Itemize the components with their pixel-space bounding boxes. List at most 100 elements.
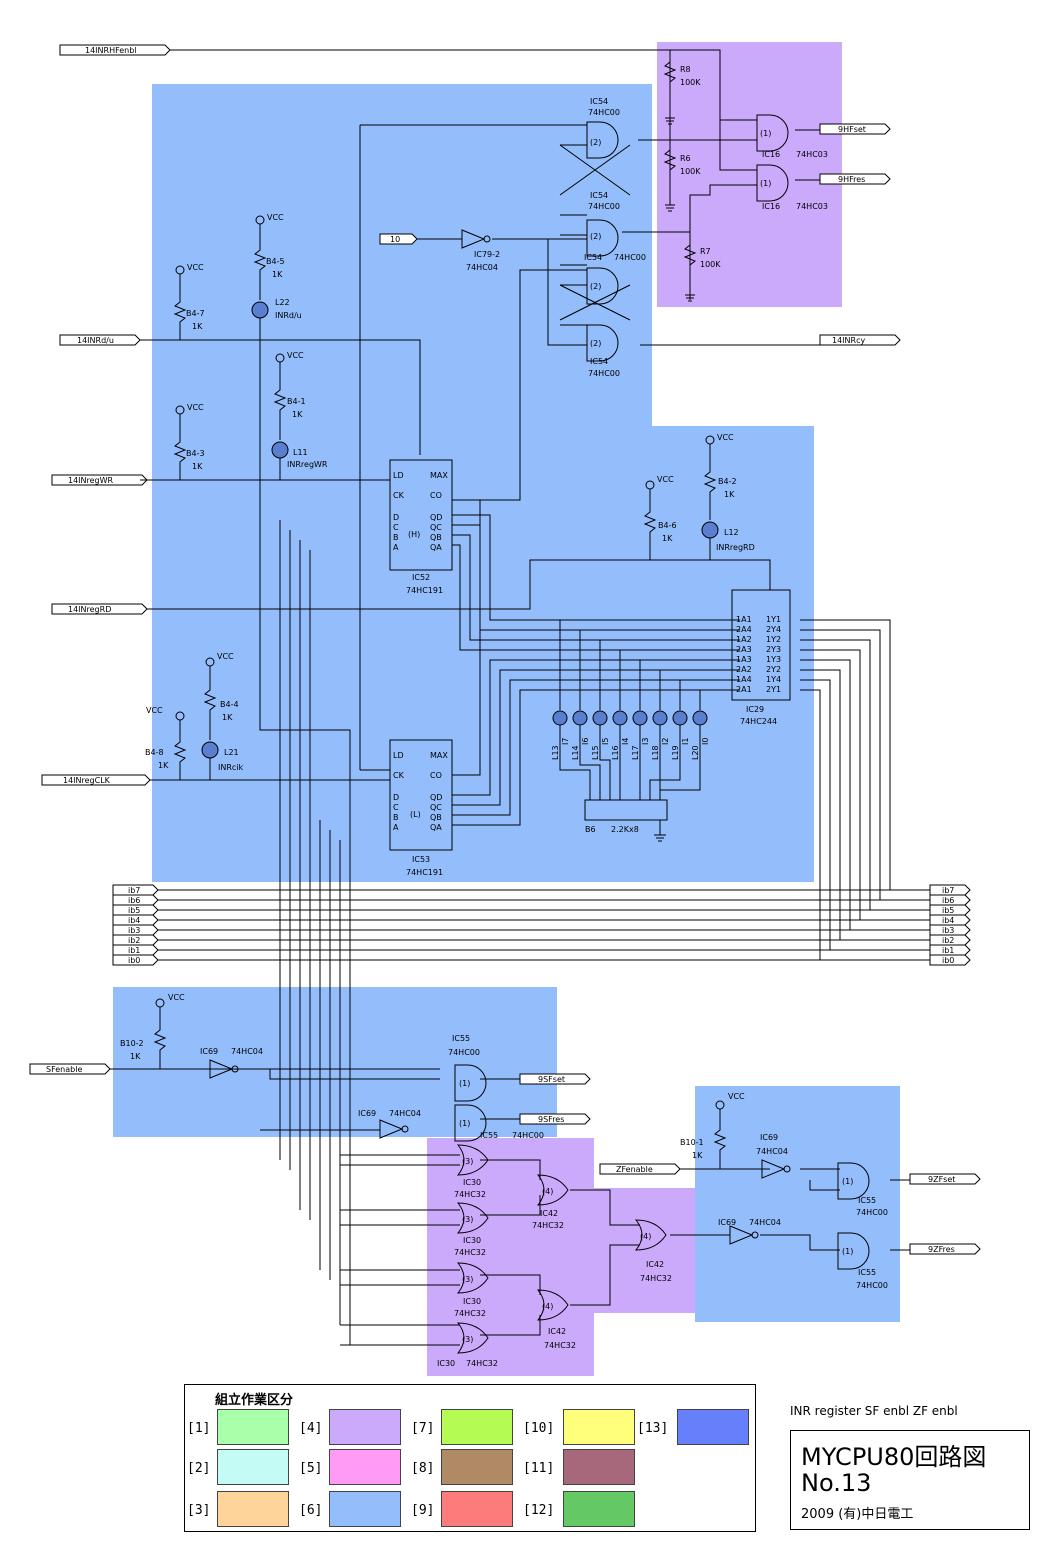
legend-swatch-9 (441, 1491, 513, 1527)
flag-reg-rd (51, 603, 148, 615)
ic29-pin-2y2: 2Y2 (766, 665, 781, 674)
bus-lines (158, 889, 930, 961)
ic16-gate-a (756, 114, 789, 152)
b48-label: B4-8 (145, 748, 164, 757)
ic54-type-d: 74HC00 (588, 369, 620, 378)
ic52-pin-qa: QA (430, 543, 442, 552)
ic69-label-b: IC69 (358, 1109, 376, 1118)
flag-cy-label: 14INRcy_ (832, 336, 870, 345)
legend-swatch-3 (217, 1491, 289, 1527)
ic53-half: (L) (410, 810, 421, 819)
ic42-gate-a (536, 1174, 569, 1206)
led-l15-label: L15 (591, 745, 600, 760)
ic16-label-a: IC16 (762, 150, 780, 159)
b43-value: 1K (192, 462, 203, 471)
ic53-pin-qc: QC (430, 803, 442, 812)
bus-left-ib4 (112, 914, 159, 926)
led-l14-label: L14 (571, 745, 580, 760)
ic54-gate-c-num: (2) (590, 282, 601, 291)
ic29-pin-1a3: 1A3 (736, 655, 752, 664)
led-l22 (251, 301, 269, 319)
bus-right-ib3-label: ib3 (942, 926, 954, 935)
b102-value: 1K (130, 1052, 141, 1061)
flag-zf-res (909, 1243, 981, 1255)
b44-label: B4-4 (220, 700, 239, 709)
ic29-pin-1y2: 1Y2 (766, 635, 781, 644)
vcc-label: VCC (657, 475, 674, 484)
ic52-half: (H) (408, 530, 420, 539)
ic53-label: IC53 (412, 855, 430, 864)
legend-swatch-1 (217, 1409, 289, 1445)
ic29-pin-2y4: 2Y4 (766, 625, 781, 634)
led-l17 (632, 710, 648, 726)
ic16-gate-a-num: (1) (760, 129, 771, 138)
flag-rd-u-label: 14INRd/u (77, 336, 114, 345)
bus-left-ib6 (112, 894, 159, 906)
ic55-label-c: IC55 (858, 1196, 876, 1205)
ic29-pin-2a1: 2A1 (736, 685, 752, 694)
vcc-label: VCC (717, 433, 734, 442)
ic54-label-b: IC54 (590, 191, 608, 200)
ic29-pin-1y3: 1Y3 (766, 655, 781, 664)
led-i1-label: I1 (681, 738, 690, 745)
ic69-type-a: 74HC04 (231, 1047, 263, 1056)
ic53-pin-qd: QD (430, 793, 442, 802)
ic53-type: 74HC191 (406, 868, 443, 877)
ic29-body (731, 589, 791, 701)
bus-left-ib2-label: ib2 (128, 936, 140, 945)
vcc-label: VCC (728, 1092, 745, 1101)
ic16-gate-b (756, 164, 789, 202)
ic69-type-c: 74HC04 (756, 1147, 788, 1156)
legend-swatch-2 (217, 1449, 289, 1485)
ic30-type-c: 74HC32 (454, 1309, 486, 1318)
pullup-b102: VCC B10-2 1K (120, 993, 185, 1069)
l22-label: L22 (275, 298, 290, 307)
ic29-pin-1a1: 1A1 (736, 615, 752, 624)
ic54-gate-b (586, 219, 619, 257)
bus-right-ib4 (929, 914, 971, 926)
led-l12 (701, 521, 719, 539)
pullup-b42: VCC B4-2 1K L12 INRregRD (701, 433, 771, 590)
legend-label-7: [7] (411, 1421, 435, 1436)
flag-hf-res-label: 9HFres (838, 175, 865, 184)
bus-right-ib5-label: ib5 (942, 906, 954, 915)
led-i5-label: I5 (601, 738, 610, 745)
zone-purple-hf (657, 42, 842, 307)
b41-value: 1K (292, 410, 303, 419)
bus-left-ib5 (112, 904, 159, 916)
ic52-pin-c: C (393, 523, 399, 532)
ic55-type-a: 74HC00 (448, 1048, 480, 1057)
r6-label: R6 (680, 154, 691, 163)
led-i3-label: I3 (641, 738, 650, 745)
ic52-pin-a: A (393, 543, 399, 552)
ic30-gate-d (456, 1322, 489, 1354)
ic53-counter: LD CK D C B A MAX CO QD QC QB QA (L) IC5… (389, 739, 453, 877)
bus-right-ib0-label: ib0 (942, 956, 954, 965)
ic52-label: IC52 (412, 573, 430, 582)
flag-hf-res (819, 173, 891, 185)
ic29-pin-1a4: 1A4 (736, 675, 752, 684)
ic42-type-a: 74HC32 (532, 1221, 564, 1230)
bus-left-ib3-label: ib3 (128, 926, 140, 935)
ic54-label-b2: IC54 (584, 253, 602, 262)
ic55-gate-a (454, 1064, 487, 1102)
flag-zf-set-label: 9ZFset (928, 1175, 955, 1184)
sf-logic: IC69 74HC04 (1) IC55 74HC00 (1) IC55 74H… (200, 1034, 544, 1142)
bus-left-ib0 (112, 954, 159, 966)
title-number: No.13 (801, 1469, 872, 1497)
l22-name: INRd/u (275, 311, 302, 320)
bus-right-ib5 (929, 904, 971, 916)
ic30-label-b: IC30 (463, 1236, 481, 1245)
flag-zf-enable-label: ZFenable (616, 1165, 653, 1174)
ic52-counter: LD CK D C B A MAX CO QD QC QB QA (H) IC5… (389, 459, 453, 595)
ic16-label-b: IC16 (762, 202, 780, 211)
ic53-pin-ld: LD (393, 751, 404, 760)
bus-left-ib4-label: ib4 (128, 916, 140, 925)
flag-10 (379, 233, 418, 245)
b45-value: 1K (272, 270, 283, 279)
ic16-gate-b-num: (1) (760, 179, 771, 188)
led-i0-label: I0 (701, 738, 710, 745)
bus-left-ib3 (112, 924, 159, 936)
ic52-pin-qb: QB (430, 533, 442, 542)
ic29-pin-1y4: 1Y4 (766, 675, 781, 684)
